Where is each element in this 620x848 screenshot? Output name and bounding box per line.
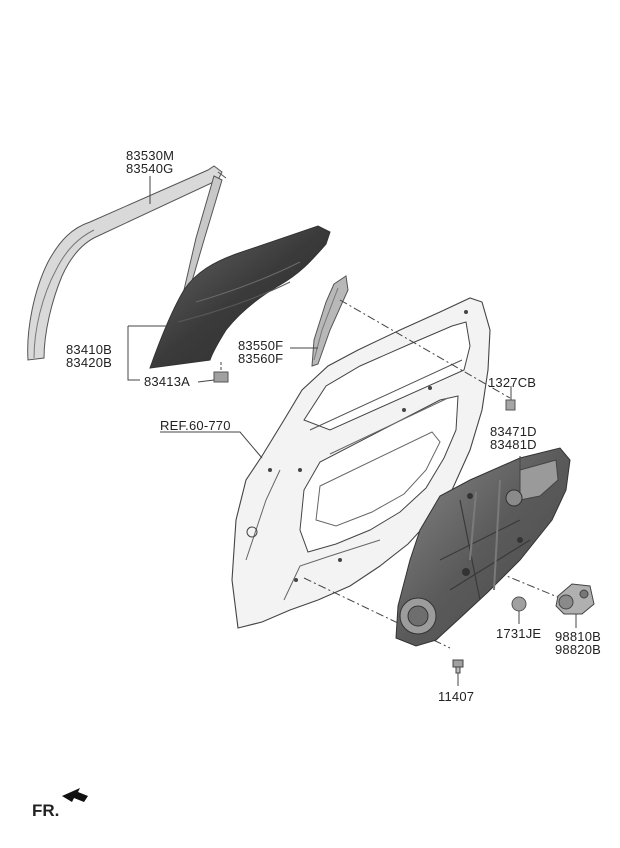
- bolt: [452, 659, 464, 674]
- door-frame-trim: [27, 165, 227, 361]
- rear-channel: [311, 275, 349, 367]
- label-grommet: 1327CB: [488, 375, 537, 390]
- door-module-panel: [395, 447, 571, 647]
- label-trim-bottom: 83540G: [126, 161, 174, 176]
- plug: [511, 596, 527, 612]
- label-glass-holder: 83413A: [144, 374, 191, 389]
- inner-door-panel: [231, 297, 491, 629]
- leader-bracket-glass: [127, 326, 140, 381]
- leader-line-ref: [160, 431, 263, 459]
- label-module-top: 83471D: [490, 424, 537, 439]
- grommet: [505, 399, 516, 411]
- glass-holder: [213, 362, 229, 383]
- label-motor-top: 98810B: [555, 629, 602, 644]
- window-motor: [555, 583, 595, 615]
- label-plug: 1731JE: [496, 626, 542, 641]
- label-trim-top: 83530M: [126, 148, 175, 163]
- label-motor-bottom: 98820B: [555, 642, 602, 657]
- label-front: FR.: [32, 801, 60, 820]
- leader-line-holder: [197, 379, 215, 383]
- label-module-bottom: 83481D: [490, 437, 537, 452]
- front-direction-arrow-icon: [62, 788, 88, 802]
- label-glass-bottom: 83420B: [66, 355, 113, 370]
- label-glass-top: 83410B: [66, 342, 113, 357]
- door-glass: [149, 225, 331, 369]
- label-bolt: 11407: [438, 689, 475, 704]
- label-channel-bottom: 83560F: [238, 351, 284, 366]
- label-ref: REF.60-770: [160, 418, 231, 433]
- label-channel-top: 83550F: [238, 338, 284, 353]
